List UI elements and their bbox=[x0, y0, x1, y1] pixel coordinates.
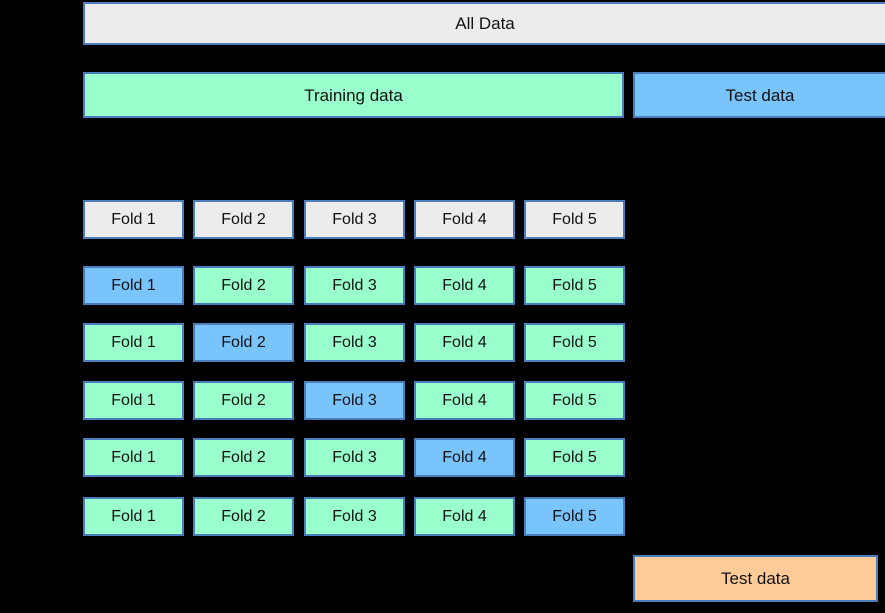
fold-cell: Fold 1 bbox=[83, 438, 184, 477]
fold-cell: Fold 3 bbox=[304, 438, 405, 477]
fold-cell: Fold 5 bbox=[524, 497, 625, 536]
fold-header-cell: Fold 4 bbox=[414, 200, 515, 239]
fold-cell: Fold 1 bbox=[83, 266, 184, 305]
fold-cell: Fold 2 bbox=[193, 438, 294, 477]
final-test-data-box: Test data bbox=[633, 555, 878, 602]
fold-cell: Fold 4 bbox=[414, 323, 515, 362]
split-row-3: Fold 1 Fold 2 Fold 3 Fold 4 Fold 5 bbox=[83, 381, 625, 420]
fold-cell: Fold 2 bbox=[193, 497, 294, 536]
fold-cell: Fold 5 bbox=[524, 381, 625, 420]
split-row-1: Fold 1 Fold 2 Fold 3 Fold 4 Fold 5 bbox=[83, 266, 625, 305]
fold-cell: Fold 3 bbox=[304, 323, 405, 362]
fold-cell: Fold 4 bbox=[414, 438, 515, 477]
fold-cell: Fold 1 bbox=[83, 497, 184, 536]
fold-header-row: Fold 1 Fold 2 Fold 3 Fold 4 Fold 5 bbox=[83, 200, 625, 239]
all-data-box: All Data bbox=[83, 2, 885, 45]
fold-cell: Fold 2 bbox=[193, 323, 294, 362]
test-data-box: Test data bbox=[633, 72, 885, 118]
fold-cell: Fold 5 bbox=[524, 323, 625, 362]
fold-cell: Fold 5 bbox=[524, 438, 625, 477]
training-data-box: Training data bbox=[83, 72, 624, 118]
fold-cell: Fold 3 bbox=[304, 381, 405, 420]
fold-header-cell: Fold 1 bbox=[83, 200, 184, 239]
split-row-2: Fold 1 Fold 2 Fold 3 Fold 4 Fold 5 bbox=[83, 323, 625, 362]
fold-cell: Fold 2 bbox=[193, 381, 294, 420]
fold-cell: Fold 3 bbox=[304, 497, 405, 536]
fold-cell: Fold 4 bbox=[414, 497, 515, 536]
fold-cell: Fold 1 bbox=[83, 381, 184, 420]
fold-cell: Fold 2 bbox=[193, 266, 294, 305]
fold-cell: Fold 5 bbox=[524, 266, 625, 305]
fold-cell: Fold 3 bbox=[304, 266, 405, 305]
split-row-5: Fold 1 Fold 2 Fold 3 Fold 4 Fold 5 bbox=[83, 497, 625, 536]
fold-header-cell: Fold 3 bbox=[304, 200, 405, 239]
fold-cell: Fold 1 bbox=[83, 323, 184, 362]
fold-cell: Fold 4 bbox=[414, 266, 515, 305]
fold-cell: Fold 4 bbox=[414, 381, 515, 420]
split-row-4: Fold 1 Fold 2 Fold 3 Fold 4 Fold 5 bbox=[83, 438, 625, 477]
fold-header-cell: Fold 5 bbox=[524, 200, 625, 239]
fold-header-cell: Fold 2 bbox=[193, 200, 294, 239]
